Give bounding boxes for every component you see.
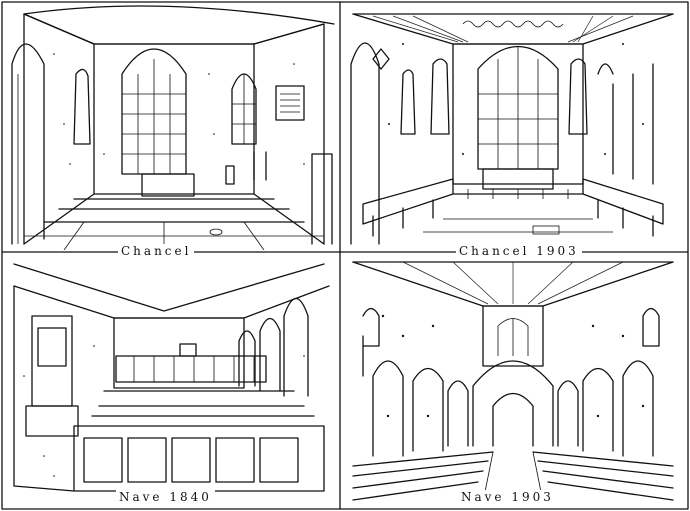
caption-nave-1903: Nave 1903 [458, 490, 557, 504]
wall-monument [73, 68, 91, 145]
left-arch [11, 43, 45, 245]
east-window-icon [121, 48, 187, 175]
ornament-band [462, 20, 564, 28]
panel-nave-1840 [13, 263, 330, 492]
choir-stalls [362, 178, 664, 237]
caption-chancel-1903: Chancel 1903 [456, 244, 582, 258]
west-gallery [115, 343, 267, 383]
box-pews [73, 390, 325, 492]
caption-chancel-old: Chancel [118, 244, 195, 258]
lancet-windows [238, 297, 309, 397]
caption-nave-1840: Nave 1840 [116, 490, 215, 504]
panel-nave-1903 [352, 261, 674, 503]
altar [482, 168, 554, 190]
left-arcade [362, 307, 469, 457]
chancel-arch [472, 360, 554, 447]
panel-chancel-old [11, 5, 335, 250]
left-arch [350, 42, 380, 245]
altar [141, 173, 195, 197]
panel-chancel-1903 [350, 13, 674, 245]
right-arcade [557, 307, 660, 457]
memorial-tablet [275, 85, 305, 121]
side-window-icon [231, 73, 257, 145]
east-window-icon [477, 46, 559, 170]
lozenge-ornament [372, 48, 390, 70]
pews [352, 451, 674, 501]
statue-figures [400, 58, 588, 135]
east-window-icon [497, 318, 529, 356]
